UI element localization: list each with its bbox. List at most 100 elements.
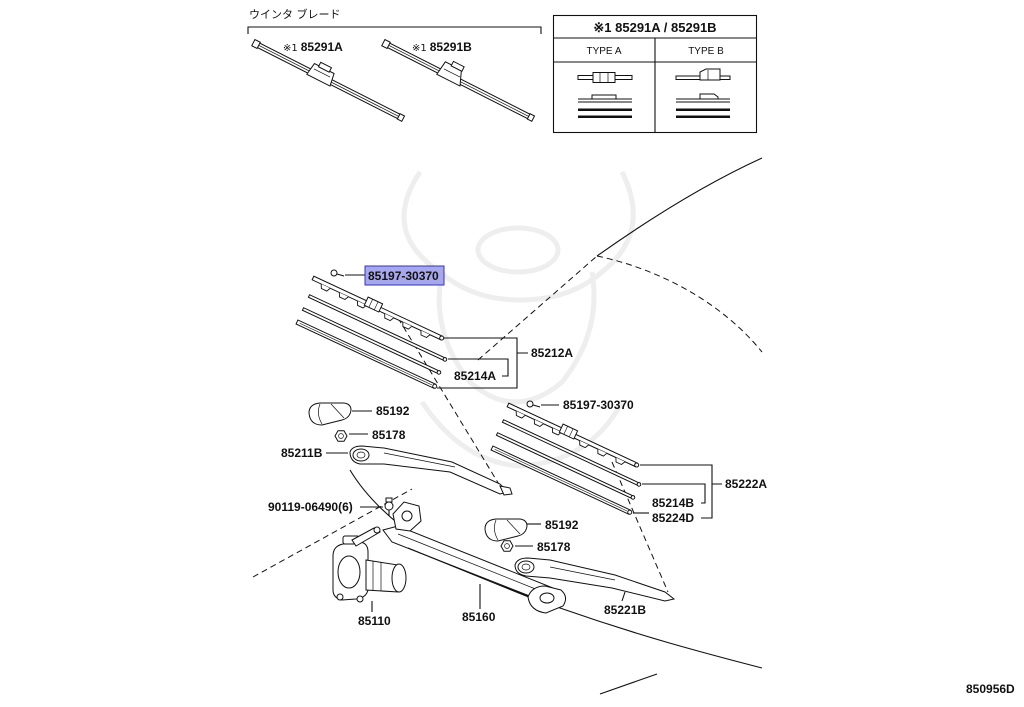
cap-body	[484, 518, 528, 542]
part-number[interactable]: 85291A	[301, 40, 343, 54]
callout-link[interactable]: 85160	[462, 610, 496, 624]
motor-mount-bolt	[356, 595, 364, 603]
callout-left-blade-assembly[interactable]: 85212A	[531, 346, 573, 360]
windshield-top-edge	[596, 157, 763, 257]
link-bar-detail	[397, 533, 549, 595]
cap-body	[308, 402, 352, 426]
type-b-clip-top	[699, 68, 721, 81]
winter-blade-b	[381, 38, 536, 122]
left-rubber-bracket	[448, 358, 509, 377]
callout-right-arm[interactable]: 85221B	[604, 603, 646, 617]
left-nut	[334, 430, 348, 442]
callout-right-screw[interactable]: 85197-30370	[563, 398, 634, 412]
callout-right-backing[interactable]: 85224D	[652, 511, 694, 525]
type-a-illustration	[577, 72, 633, 118]
right-blade-assembly-bracket	[640, 464, 722, 519]
cap-detail	[330, 403, 345, 419]
callout-right-blade-assembly[interactable]: 85222A	[725, 477, 767, 491]
blade-end-cap	[381, 38, 391, 50]
arm-pivot-hole	[521, 563, 531, 571]
bolt-head	[385, 497, 393, 503]
type-b-base-line	[676, 115, 730, 118]
watermark-face	[436, 271, 597, 405]
wiper-link	[382, 501, 567, 614]
arm-pivot-hole	[356, 451, 366, 459]
callout-left-nut[interactable]: 85178	[372, 428, 406, 442]
arm-detail	[549, 566, 616, 581]
nut-hole	[504, 543, 510, 549]
pivot-shaft	[401, 510, 413, 522]
mount-bolt	[384, 497, 394, 516]
right-blade-to-arm-guide	[611, 461, 669, 593]
screw-head	[330, 269, 338, 277]
windshield-side-edge	[477, 255, 598, 361]
cap-detail	[318, 403, 323, 425]
callout-bolt[interactable]: 90119-06490(6)	[268, 500, 353, 514]
cap-detail	[506, 519, 521, 535]
arm-detail	[383, 452, 456, 468]
right-wiper-arm	[514, 557, 676, 602]
hood-edge	[599, 673, 658, 695]
blade-clip-detail	[313, 68, 331, 78]
watermark-base	[419, 400, 625, 469]
callout-left-pivot-cap[interactable]: 85192	[376, 404, 410, 418]
type-table: ※1 85291A / 85291B TYPE A TYPE B	[552, 14, 758, 134]
callout-motor[interactable]: 85110	[358, 614, 391, 628]
arm-pivot	[352, 448, 370, 462]
right-nut	[500, 540, 514, 552]
motor-mount-bolt	[336, 593, 344, 601]
cap-detail	[494, 519, 499, 541]
nut-hole	[338, 433, 344, 439]
callout-right-nut[interactable]: 85178	[537, 540, 571, 554]
drawing-number: 850956D	[966, 682, 1015, 696]
blade-end-cap	[251, 38, 261, 50]
winter-blade-a	[251, 38, 406, 122]
callout-left-rubber[interactable]: 85214A	[454, 369, 496, 383]
blade-end-cap	[396, 113, 406, 122]
highlight-box	[364, 265, 445, 286]
crank-joint	[373, 526, 381, 534]
wiper-motor	[332, 526, 407, 603]
link-rod	[407, 547, 537, 601]
callout-right-rubber[interactable]: 85214B	[652, 496, 694, 510]
blade-clip-top	[317, 61, 333, 73]
left-wiper-arm	[349, 445, 513, 496]
left-blade-screw	[330, 269, 345, 277]
type-a-heading: TYPE A	[586, 46, 621, 57]
screw-head	[526, 400, 534, 408]
type-b-clip-side	[699, 93, 719, 100]
callout-left-screw[interactable]: 85197-30370	[368, 269, 439, 283]
motor-end-cap	[391, 563, 407, 593]
watermark-horns	[401, 170, 636, 303]
windshield-glass-edge	[596, 255, 763, 353]
type-a-clip-top	[592, 72, 616, 83]
callout-right-pivot-cap[interactable]: 85192	[545, 518, 579, 532]
arm-tip	[499, 485, 513, 496]
watermark-crest	[475, 225, 561, 275]
left-blade-assembly-bracket	[437, 337, 528, 389]
type-table-header: ※1 85291A / 85291B	[593, 20, 716, 35]
pivot-shaft	[539, 592, 555, 604]
selected-callout-highlight	[364, 265, 445, 286]
type-a-base-line	[578, 115, 632, 118]
blade-clip-top	[450, 60, 465, 72]
arm-body	[514, 557, 676, 602]
type-a-base-line	[578, 108, 632, 111]
left-pivot-cap	[308, 402, 352, 426]
callout-left-arm[interactable]: 85211B	[281, 446, 323, 460]
screw-shank	[336, 273, 345, 277]
motor-crank	[351, 527, 381, 547]
winter-blade-bracket	[247, 26, 542, 34]
nut-body	[500, 540, 514, 552]
bolt-washer	[384, 501, 394, 511]
blade-end-cap	[526, 113, 536, 122]
part-number[interactable]: 85291B	[430, 40, 472, 54]
type-b-illustration	[675, 68, 731, 118]
right-blade-screw	[526, 400, 541, 408]
arm-body	[349, 445, 509, 495]
reference-mark: ※1	[412, 43, 427, 54]
right-rubber-bracket	[642, 483, 706, 504]
